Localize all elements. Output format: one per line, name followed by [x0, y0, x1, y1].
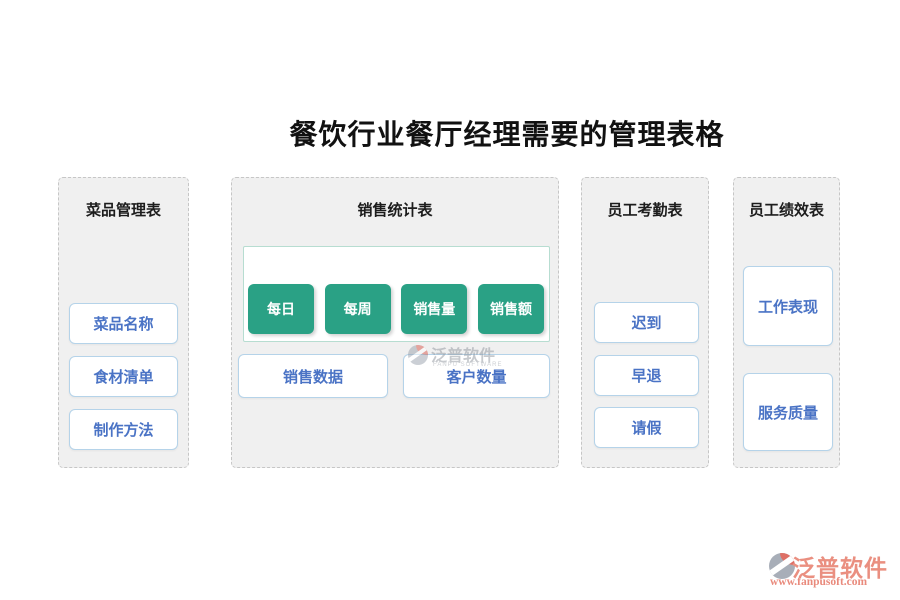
service-quality-button[interactable]: 服务质量 — [743, 373, 833, 451]
corner-url-text: www.fanpusoft.com — [770, 576, 868, 588]
panel-sales-statistics: 销售统计表 每日 每周 销售量 销售额 销售数据 客户数量 — [231, 177, 559, 468]
dish-name-button[interactable]: 菜品名称 — [69, 303, 178, 344]
sales-filter-row: 每日 每周 销售量 销售额 — [248, 284, 544, 334]
sales-amount-button[interactable]: 销售额 — [477, 284, 544, 334]
sales-filter-box: 每日 每周 销售量 销售额 — [243, 246, 550, 342]
preparation-method-button[interactable]: 制作方法 — [69, 409, 178, 450]
panel-attendance: 员工考勤表 迟到 早退 请假 — [581, 177, 709, 468]
customer-count-button[interactable]: 客户数量 — [403, 354, 550, 398]
panel-performance: 员工绩效表 工作表现 服务质量 — [733, 177, 840, 468]
watermark-corner: 泛普软件 www.fanpusoft.com — [769, 550, 894, 590]
ingredient-list-button[interactable]: 食材清单 — [69, 356, 178, 397]
fanpu-logo-icon — [769, 553, 795, 579]
sales-data-button[interactable]: 销售数据 — [238, 354, 388, 398]
panel-dish-management: 菜品管理表 菜品名称 食材清单 制作方法 — [58, 177, 189, 468]
panel-sales-statistics-header: 销售统计表 — [357, 202, 433, 219]
panel-dish-management-header: 菜品管理表 — [85, 202, 161, 219]
corner-brand-text: 泛普软件 — [792, 555, 888, 581]
sales-volume-button[interactable]: 销售量 — [401, 284, 468, 334]
page-title: 餐饮行业餐厅经理需要的管理表格 — [289, 120, 725, 151]
early-leave-button[interactable]: 早退 — [594, 355, 699, 396]
weekly-button[interactable]: 每周 — [324, 284, 391, 334]
daily-button[interactable]: 每日 — [248, 284, 314, 334]
work-performance-button[interactable]: 工作表现 — [743, 266, 833, 346]
late-button[interactable]: 迟到 — [594, 302, 699, 343]
panel-performance-header: 员工绩效表 — [748, 202, 824, 219]
panel-attendance-header: 员工考勤表 — [607, 202, 683, 219]
leave-request-button[interactable]: 请假 — [594, 407, 699, 448]
